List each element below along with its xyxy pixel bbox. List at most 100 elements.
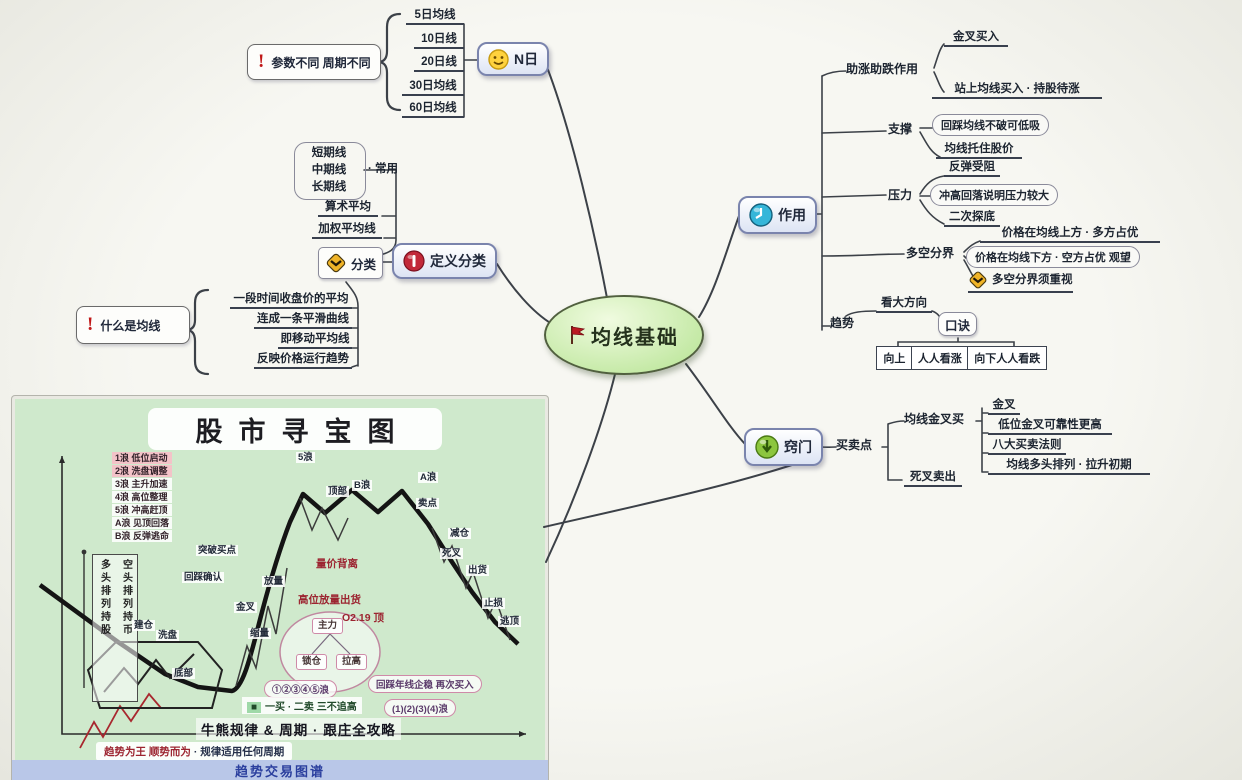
inset-red-label: O2.19 顶: [342, 612, 385, 624]
trend-cell: 向下人人看跌: [967, 346, 1048, 370]
period-item: 短期线: [311, 147, 347, 159]
inset-red-label: 量价背离: [316, 558, 358, 570]
legend-row: 1浪 低位启动: [112, 452, 173, 464]
trend-cell: 向上: [876, 346, 913, 370]
inset-label: 减仓: [448, 528, 472, 539]
inset-bottom-caption: 趋势为王 顺势而为 · 规律适用任何周期: [96, 742, 293, 761]
legend-row: 2浪 洗盘调整: [112, 465, 173, 477]
inset-watermark-strip: 趋势交易图谱: [12, 760, 548, 780]
green-sphere-icon: [755, 435, 779, 459]
pressure-box-item: 冲高回落说明压力较大: [930, 184, 1058, 206]
tips-sub-label: 均线金叉买: [904, 412, 965, 426]
boost-item: 站上均线买入 · 持股待涨: [932, 82, 1102, 99]
boost-item: 金叉买入: [944, 30, 1008, 47]
blue-sphere-icon: [749, 203, 773, 227]
period-note: · 常用: [368, 163, 399, 175]
inset-label: 5浪: [296, 452, 315, 463]
vbox-text: 多头排列持股: [98, 559, 110, 637]
inset-legend: 1浪 低位启动 2浪 洗盘调整 3浪 主升加速 4浪 高位整理 5浪 冲高赶顶 …: [112, 452, 173, 543]
trend-top-item: 看大方向: [876, 296, 932, 313]
inset-label: 出货: [466, 565, 490, 576]
algo-item: 加权平均线: [312, 222, 382, 239]
definition-node[interactable]: 定义分类: [392, 243, 497, 279]
inset-label: 顶部: [326, 486, 350, 497]
tips-item: 八大买卖法则: [988, 438, 1066, 455]
nday-item: 10日线: [414, 32, 464, 49]
nday-item: 20日线: [414, 55, 464, 72]
pressure-item: 反弹受阻: [944, 160, 1000, 177]
nday-node[interactable]: N日: [477, 42, 550, 76]
inset-red-label: 高位放量出货: [298, 594, 361, 606]
inset-label: 底部: [172, 668, 196, 679]
inset-title: 股市寻宝图: [148, 408, 442, 450]
function-node[interactable]: 作用: [738, 196, 817, 234]
nday-item: 30日均线: [402, 79, 464, 96]
trend-label: 趋势: [830, 316, 855, 330]
flag-icon: [571, 326, 586, 344]
tips-mid-label: 买卖点: [836, 438, 873, 452]
pressure-item: 二次探底: [944, 210, 1000, 227]
nday-item: 5日均线: [406, 8, 464, 25]
tips-bottom-item: 死叉卖出: [904, 470, 962, 487]
definition-warning-note[interactable]: ! 什么是均线: [76, 306, 190, 344]
inset-label: 突破买点: [196, 545, 239, 556]
ellipse-left-box: 锁仓: [296, 654, 328, 670]
definition-warning-label: 什么是均线: [100, 318, 161, 333]
inset-label: 卖点: [416, 498, 440, 509]
algo-item: 算术平均: [318, 200, 378, 217]
inset-bold-caption: 牛熊规律 & 周期 · 跟庄全攻略: [196, 718, 401, 740]
legend-row: 3浪 主升加速: [112, 478, 173, 490]
watermark-text: 趋势交易图谱: [234, 763, 325, 779]
tips-item: 均线多头排列 · 拉升初期: [988, 458, 1150, 475]
inset-pink-label: ①②③④⑤浪: [264, 680, 338, 698]
nday-warning-label: 参数不同 周期不同: [271, 55, 371, 70]
definition-item: 反映价格运行趋势: [254, 352, 352, 369]
definition-node-label: 定义分类: [430, 253, 486, 269]
ellipse-top-box: 主力: [312, 618, 344, 634]
red-sphere-icon: [403, 250, 425, 272]
trend-mini-node[interactable]: 口诀: [938, 312, 978, 336]
support-item: 均线托住股价: [936, 142, 1022, 159]
inset-label: 金叉: [234, 602, 258, 613]
inset-label: 建仓: [132, 620, 156, 631]
boost-label: 助涨助跌作用: [846, 62, 919, 76]
diamond-icon: [969, 271, 987, 289]
inset-label: 回踩确认: [182, 572, 225, 583]
legend-row: 5浪 冲高赶顶: [112, 504, 173, 516]
tips-node[interactable]: 窍门: [744, 428, 823, 466]
nday-warning-note[interactable]: ! 参数不同 周期不同: [247, 44, 381, 80]
classification-node[interactable]: 分类: [318, 247, 384, 279]
nday-node-label: N日: [514, 51, 539, 67]
support-label: 支撑: [888, 122, 913, 136]
caption-red: 趋势为王 顺势而为: [104, 746, 191, 758]
inset-label: A浪: [418, 472, 439, 483]
definition-item: 即移动平均线: [278, 332, 352, 349]
pressure-label: 压力: [888, 188, 913, 202]
tips-node-label: 窍门: [784, 439, 812, 455]
classification-node-label: 分类: [351, 257, 377, 272]
inset-pink-label: (1)(2)(3)(4)浪: [384, 699, 456, 717]
tips-item: 低位金叉可靠性更高: [988, 418, 1112, 435]
trend-cell: 人人看涨: [910, 346, 969, 370]
trend-mini-label: 口诀: [945, 318, 971, 333]
center-node[interactable]: 均线基础: [544, 295, 704, 375]
inset-label: 放量: [262, 576, 286, 587]
legend-row: 4浪 高位整理: [112, 491, 173, 503]
diamond-icon: [326, 253, 346, 273]
inset-label: 止损: [482, 598, 506, 609]
divide-key-item: 多空分界须重视: [968, 270, 1073, 293]
exclamation-icon: !: [87, 314, 94, 335]
trend-cells: 向上 人人看涨 向下人人看跌: [876, 346, 1048, 370]
center-node-label: 均线基础: [591, 326, 679, 349]
inset-label: 逃顶: [498, 616, 522, 627]
divide-box-item: 价格在均线下方 · 空方占优 观望: [966, 246, 1140, 268]
exclamation-icon: !: [258, 51, 265, 72]
tips-item: 金叉: [988, 398, 1020, 415]
inset-green-label: ■一买 · 二卖 三不追高: [242, 697, 362, 714]
green-marker: ■: [247, 702, 262, 713]
inset-label: 缩量: [248, 628, 272, 639]
inset-label: 死叉: [440, 548, 464, 559]
smiley-icon: [488, 48, 509, 70]
ellipse-right-box: 拉高: [336, 654, 368, 670]
